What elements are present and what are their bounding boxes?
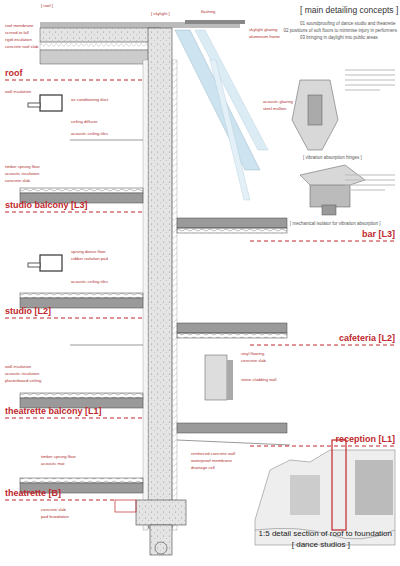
annotation: steel mullion: [262, 107, 287, 112]
annotation: skylight glazing: [248, 28, 278, 33]
annotation: screed to fall: [4, 31, 30, 36]
annotation: concrete slab: [4, 179, 31, 184]
level-label: cafeteria [L2]: [339, 334, 395, 344]
annotation: acoustic glazing: [262, 100, 294, 105]
annotation: plasterboard ceiling: [4, 379, 42, 384]
level-label: theatrette [B]: [5, 489, 61, 499]
annotation: waterproof membrane: [190, 459, 233, 464]
level-label: reception [L1]: [335, 435, 395, 445]
concept-item: 02 positions of soft floors to minimise …: [283, 29, 397, 34]
annotation: concrete slab: [240, 359, 267, 364]
annotation: stone cladding wall: [240, 378, 277, 383]
annotation: rigid insulation: [4, 38, 33, 43]
concept-item: 03 bringing in daylight into public area…: [300, 36, 378, 41]
annotation: acoustic mat: [40, 462, 66, 467]
annotation: roof membrane: [4, 24, 34, 29]
annotation: concrete slab: [40, 508, 67, 513]
annotation: wall insulation: [4, 90, 32, 95]
drawing-subtitle: [ dance studios ]: [292, 541, 350, 550]
level-label: theatrette balcony [L1]: [5, 407, 102, 417]
level-label: studio [L2]: [5, 307, 51, 317]
panel-title: [ main detailing concepts ]: [300, 6, 398, 15]
annotation: pad foundation: [40, 515, 70, 520]
level-label: studio balcony [L3]: [5, 201, 88, 211]
annotation: wall insulation: [4, 365, 32, 370]
annotation: drainage cell: [190, 466, 216, 471]
section-tag: [ roof ]: [40, 4, 54, 9]
annotation: acoustic insulation: [4, 172, 40, 177]
annotation: sprung dance floor: [70, 250, 107, 255]
drawing-caption: 1:5 detail section of roof to foundation: [259, 530, 392, 539]
figure-caption: [ vibration absorption hinges ]: [303, 156, 362, 161]
annotation: air conditioning duct: [70, 98, 109, 103]
concept-item: 01 soundproofing of dance studio and the…: [300, 22, 396, 27]
annotation: aluminium frame: [248, 35, 281, 40]
annotation: acoustic insulation: [4, 372, 40, 377]
annotation: vinyl flooring: [240, 352, 265, 357]
figure-caption: [ mechanical isolator for vibration abso…: [290, 222, 381, 227]
level-label: roof: [5, 69, 23, 79]
annotation: rubber isolation pad: [70, 257, 109, 262]
annotation: reinforced concrete wall: [190, 452, 236, 457]
annotation: timber sprung floor: [40, 455, 77, 460]
annotation: flashing: [200, 10, 216, 15]
level-label: bar [L3]: [362, 230, 395, 240]
annotation: acoustic ceiling tiles: [70, 280, 109, 285]
annotation: timber sprung floor: [4, 165, 41, 170]
annotation: acoustic ceiling tiles: [70, 132, 109, 137]
annotation: concrete roof slab: [4, 45, 39, 50]
section-tag: [ skylight ]: [150, 12, 171, 17]
annotation: ceiling diffuser: [70, 120, 99, 125]
